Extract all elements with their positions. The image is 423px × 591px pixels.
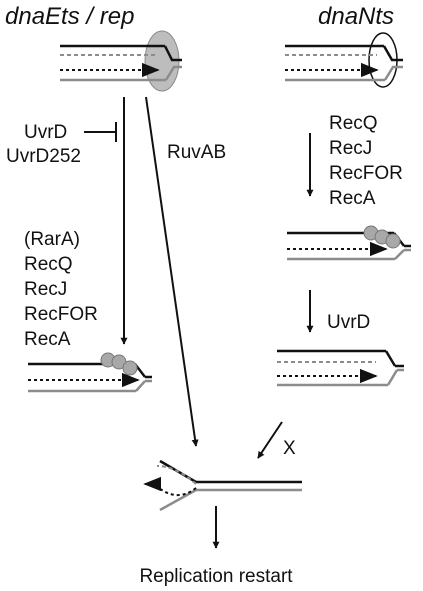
- regressed-fork: [143, 459, 302, 512]
- replication-restart-label: Replication restart: [139, 566, 293, 587]
- blocked-arrow: [257, 421, 283, 459]
- right-enzyme-reca: RecA: [329, 188, 376, 209]
- left-enzyme-reca: RecA: [24, 329, 71, 350]
- left-enzyme-recfor: RecFOR: [24, 304, 98, 325]
- right-column-title: dnaNts: [318, 3, 394, 30]
- left-stalled-fork: [60, 30, 182, 92]
- right-reca-fork: [287, 225, 411, 261]
- right-enzyme-recfor: RecFOR: [329, 163, 403, 184]
- right-uvrd-label: UvrD: [327, 312, 370, 333]
- right-uvrd-fork: [277, 349, 404, 387]
- right-enzyme-recj: RecJ: [329, 138, 372, 159]
- left-reca-fork: [28, 352, 152, 393]
- left-column-title: dnaEts / rep: [5, 3, 134, 30]
- left-enzyme-rara: (RarA): [24, 229, 80, 250]
- ruvab-arrow: [145, 96, 199, 447]
- right-enzyme-recq: RecQ: [329, 113, 378, 134]
- uvrd252-label: UvrD252: [6, 146, 81, 167]
- reca-protein: [122, 360, 138, 376]
- uvrd-inhibitor-label: UvrD: [24, 122, 67, 143]
- blocked-label: X: [283, 438, 296, 459]
- ruvab-label: RuvAB: [167, 142, 226, 163]
- reca-protein: [385, 233, 401, 249]
- left-enzyme-list: (RarA) RecQ RecJ RecFOR RecA: [24, 229, 98, 350]
- right-enzyme-list: RecQ RecJ RecFOR RecA: [329, 113, 403, 209]
- left-enzyme-recq: RecQ: [24, 254, 73, 275]
- left-enzyme-recj: RecJ: [24, 279, 67, 300]
- right-stalled-fork: [285, 32, 403, 88]
